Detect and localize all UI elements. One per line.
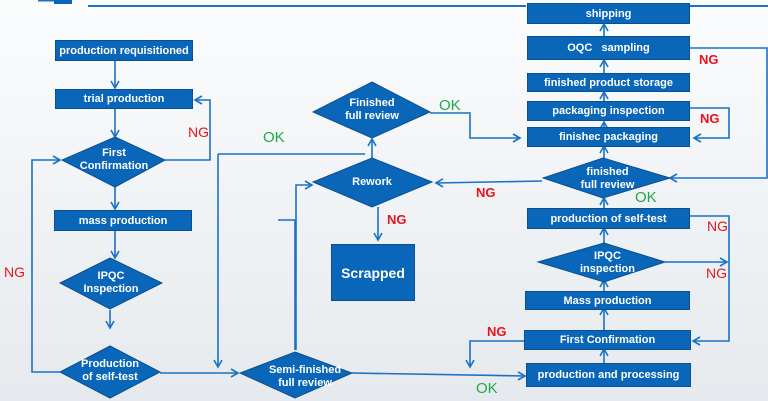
label-rework: Rework [352,175,392,188]
node-production-requisitioned: production requisitioned [55,40,193,61]
node-production-and-processing: production and processing [526,363,691,387]
node-mass-production: mass production [54,210,192,231]
node-scrapped: Scrapped [331,244,415,301]
label-ng-rework: NG [387,212,407,227]
arrow-selftest-ng-confirm [31,155,62,373]
node-label: Mass production [563,294,652,307]
node-shipping: shipping [527,3,690,24]
label-ok-review: OK [635,189,657,206]
label-ng-review: NG [476,185,496,200]
node-label: shipping [585,7,632,20]
arrow-confirm-ng-trial [165,95,211,161]
node-label: OQC sampling [567,42,650,54]
arrow-confirm-ng-down [465,340,524,369]
node-finished-packaging: finishec packaging [527,127,690,147]
label-ok-finished: OK [439,97,461,114]
diamond-first-confirmation [60,136,167,188]
arrow-semi-ok-processing [351,371,527,381]
node-label: production of self-test [550,212,667,225]
arrow-semi-rework [295,180,314,350]
diamond-ipqc-inspection [58,257,164,310]
node-label: mass production [78,214,168,227]
node-oqc-sampling: OQC sampling [527,36,690,60]
arrow-oqc-ng-review [668,47,768,183]
arrow-inspection-ng-packaging [690,107,730,143]
node-trial-production: trial production [55,89,193,109]
node-label: finishec packaging [558,131,659,143]
label-ng-packaging: NG [700,111,720,126]
label-ng-left: NG [4,264,25,280]
arrow-selftest-ng-confirm-right [690,215,730,346]
label-ng-confirm-right: NG [487,324,507,339]
node-label: trial production [83,93,165,105]
label-ng-ipqc-right: NG [706,265,727,281]
arrow-review-ng-rework [434,178,543,188]
node-finished-product-storage: finished product storage [527,73,690,92]
arrow-finished-ok-packaging [430,112,522,143]
node-production-self-test-right: production of self-test [527,208,690,229]
node-label: production and processing [537,369,680,381]
label-ng-selftest-right: NG [707,218,728,234]
node-label: production requisitioned [59,44,189,57]
node-first-confirmation-right: First Confirmation [524,330,691,350]
node-label: finished product storage [544,76,673,89]
node-label: Scrapped [341,264,405,281]
node-mass-production-right: Mass production [525,291,690,310]
node-packaging-inspection: packaging inspection [527,101,690,121]
diamond-rework [311,157,434,208]
node-label: First Confirmation [559,334,656,346]
diamond-ipqc-inspection-right [536,242,667,283]
header-block [54,0,72,4]
label-ok-processing: OK [476,380,498,397]
line-semi-up [278,219,296,350]
label-ok-semi: OK [263,129,285,146]
diamond-finished-review-right [541,157,672,199]
diamond-finished-review-mid [311,81,432,139]
label-ng-trial: NG [188,124,209,140]
diamond-production-self-test [58,345,162,399]
diamond-semi-finished-review [238,351,354,399]
node-label: packaging inspection [552,105,665,117]
label-ng-oqc: NG [699,52,719,67]
